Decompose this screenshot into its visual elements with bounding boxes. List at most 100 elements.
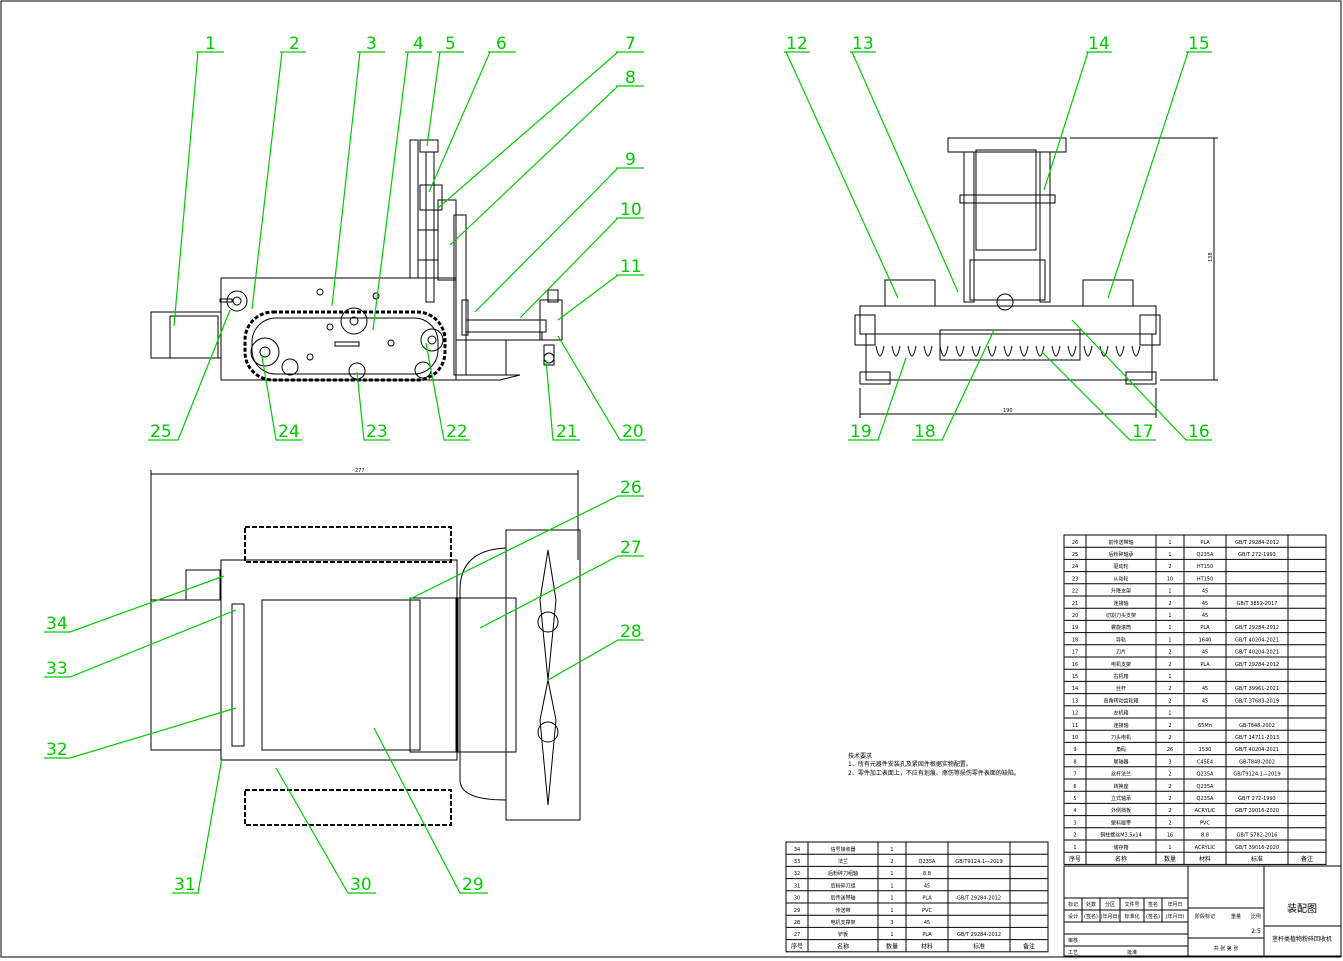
bom_right-header-note: 备注	[1301, 855, 1313, 863]
dim-width-side: 190	[1003, 408, 1013, 414]
bom_right-cell-no: 25	[1072, 552, 1078, 558]
bom_right-cell-name: 导轨	[1116, 636, 1126, 643]
bom_right-cell-name: 转换座	[1113, 783, 1128, 790]
bom_left-cell-mat: Q235A	[919, 859, 936, 865]
drawing-name: 装配图	[1287, 902, 1317, 915]
bom_right-header-mat: 材料	[1199, 855, 1211, 863]
bom_right-cell-mat: 65Mn	[1198, 723, 1212, 729]
bom_right-cell-qty: 2	[1168, 808, 1171, 814]
bom_right-cell-qty: 1	[1168, 613, 1171, 619]
bom_right-cell-name: 外侧挡板	[1111, 807, 1131, 814]
bom_right-cell-no: 11	[1072, 723, 1078, 729]
title-row1-cell: 分区	[1105, 901, 1115, 908]
title-row2-cell: (年月日)	[1166, 913, 1185, 920]
bom_right-cell-name: 螺旋滚筒	[1111, 624, 1131, 631]
label-13: 13	[852, 34, 874, 54]
bom_left-header-std: 标准	[973, 942, 985, 950]
bom_right-cell-qty: 2	[1168, 735, 1171, 741]
label-29: 29	[462, 875, 484, 895]
bom_right-cell-std: GB/T 29284-2012	[1235, 662, 1279, 668]
bom_right-cell-no: 10	[1072, 735, 1078, 741]
bom_right-cell-qty: 2	[1168, 796, 1171, 802]
bom-left-header: 序号名称数量材料标准备注	[791, 942, 1035, 950]
front-view	[854, 137, 1218, 418]
bom_right-cell-std: GB/T 40204-2021	[1235, 650, 1279, 656]
bom_left-cell-name: 后粉碎刀组	[830, 882, 855, 889]
bom_right-cell-std: GB/T 39016-2020	[1235, 808, 1279, 814]
bom_left-cell-name: 法兰	[838, 858, 848, 865]
label-12: 12	[786, 34, 808, 54]
scale-value: 2:5	[1251, 928, 1261, 935]
label-21: 21	[556, 422, 578, 442]
title-row1-cell: 处数	[1086, 901, 1096, 908]
bom_right-cell-name: 直角转动齿轮箱	[1103, 697, 1138, 704]
bom_left-header-note: 备注	[1023, 942, 1035, 950]
scale-label: 比例	[1251, 913, 1261, 920]
bom_right-cell-qty: 1	[1168, 711, 1171, 717]
bom_right-cell-mat: PLA	[1200, 662, 1210, 668]
bom_right-cell-mat: 45	[1202, 601, 1208, 607]
bom_right-cell-std: GB/T 39961-2021	[1235, 686, 1279, 692]
title-row2-cell: 标准化	[1124, 913, 1139, 920]
bom_right-cell-mat: ACRYLIC	[1195, 808, 1216, 814]
bom_right-cell-std: GB/T 29284-2012	[1235, 625, 1279, 631]
bom_right-cell-no: 8	[1073, 759, 1076, 765]
label-14: 14	[1088, 34, 1110, 54]
bom_right-cell-qty: 2	[1168, 564, 1171, 570]
label-2: 2	[289, 34, 300, 54]
bom_right-cell-name: 刀头电机	[1111, 734, 1131, 741]
bom_right-cell-std: GB/T 40204-2021	[1235, 747, 1279, 753]
title-row2-cell: (年月日)	[1101, 913, 1120, 920]
bom_right-cell-mat: Q235A	[1197, 784, 1214, 790]
bom_right-cell-std: GB/T 40204-2021	[1235, 637, 1279, 643]
bom_left-cell-qty: 2	[890, 859, 893, 865]
label-11: 11	[620, 257, 642, 277]
label-1: 1	[205, 34, 216, 54]
title-row2-cell: 设计	[1068, 913, 1078, 920]
bom_right-header-qty: 数量	[1164, 855, 1176, 863]
bom_right-cell-name: 丝杆	[1116, 685, 1126, 692]
bom_left-cell-qty: 1	[890, 932, 893, 938]
leader-lines	[44, 51, 1212, 894]
title-block: 装配图茎杆类植物粉碎回收机阶段标记重量比例2:5共 张 第 张标记处数分区文件号…	[1063, 865, 1342, 957]
bom_right-cell-qty: 2	[1168, 784, 1171, 790]
bom_right-cell-name: 刀片	[1116, 649, 1126, 656]
bom_right-cell-no: 18	[1072, 637, 1078, 643]
bom_right-header-std: 标准	[1251, 855, 1263, 863]
bom_right-cell-qty: 1	[1168, 540, 1171, 546]
bom_left-cell-qty: 1	[890, 847, 893, 853]
bom_right-cell-qty: 3	[1168, 759, 1171, 765]
bom_right-cell-name: 铜柱螺丝M3.5x14	[1100, 832, 1142, 839]
label-31: 31	[174, 875, 196, 895]
bom_right-cell-mat: 45	[1202, 650, 1208, 656]
bom_right-cell-name: 切割刀头支架	[1106, 612, 1136, 619]
bom_left-cell-mat: 8.8	[923, 871, 931, 877]
bom_right-cell-qty: 16	[1167, 833, 1173, 839]
bom_right-cell-qty: 2	[1168, 820, 1171, 826]
bom_left-header-qty: 数量	[886, 942, 898, 950]
bom_right-cell-no: 22	[1072, 589, 1078, 595]
bom_right-cell-no: 24	[1072, 564, 1078, 570]
bom_left-cell-name: 传送带	[835, 907, 850, 914]
bom_right-cell-no: 26	[1072, 540, 1078, 546]
bom_left-cell-qty: 1	[890, 871, 893, 877]
label-18: 18	[914, 422, 936, 442]
product-name: 茎杆类植物粉碎回收机	[1272, 935, 1332, 943]
label-33: 33	[46, 659, 68, 679]
bom_right-cell-name: 电机支架	[1111, 661, 1131, 668]
bom_left-cell-name: 铲板	[838, 931, 848, 938]
bom_right-cell-qty: 2	[1168, 686, 1171, 692]
